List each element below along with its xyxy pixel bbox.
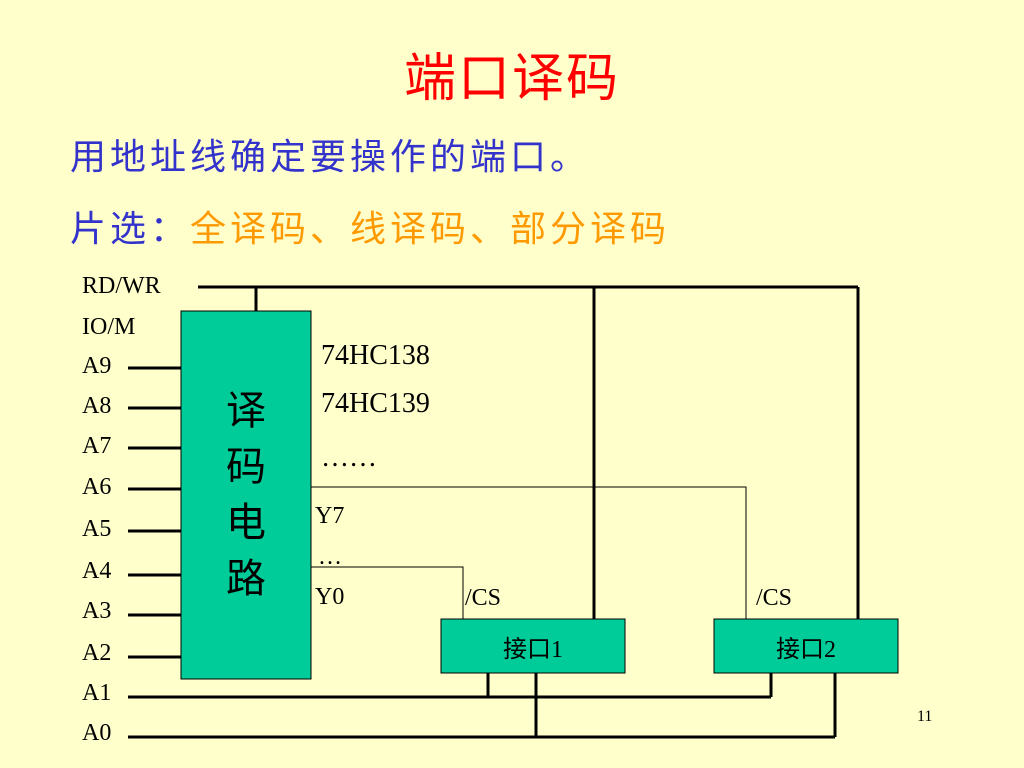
output-label-y0: Y0 [315,584,345,610]
interface2-box [713,618,899,674]
y0-to-interface1-wire [311,566,464,619]
page-number: 11 [917,708,933,725]
interface2-cs-label: /CS [756,585,793,611]
chip-name-74hc139: 74HC139 [321,388,430,419]
chip-select-label: 片选： [70,209,191,250]
chip-select-line: 片选：全译码、线译码、部分译码 [70,200,670,252]
address-label-a8: A8 [82,393,112,419]
address-label-a0: A0 [82,720,112,746]
thin-wires [311,486,747,619]
chip-select-methods: 全译码、线译码、部分译码 [190,209,671,250]
output-label-ellipsis: … [318,544,342,570]
address-label-a4: A4 [82,558,112,584]
decoder-char: 译 [226,388,266,434]
interface2-label: 接口2 [776,636,836,663]
address-label-a5: A5 [82,516,112,542]
decoder-char: 路 [226,556,266,602]
y7-to-interface2-wire [311,486,747,619]
page-title: 端口译码 [403,49,620,109]
decoder-char: 电 [226,500,266,546]
output-label-y7: Y7 [315,503,345,529]
chip-name-74hc138: 74HC138 [321,340,430,371]
iom-label: IO/M [82,314,136,340]
address-label-a9: A9 [82,353,112,379]
intro-text: 用地址线确定要操作的端口。 [70,137,591,178]
interface1-cs-label: /CS [465,585,502,611]
address-label-a6: A6 [82,474,112,500]
decoder-char: 码 [226,444,266,490]
interface1-label: 接口1 [503,636,563,663]
rdwr-label: RD/WR [82,273,161,299]
address-label-a3: A3 [82,598,112,624]
chip-name-ellipsis: …… [321,442,377,473]
thick-wires [128,285,860,739]
address-label-a1: A1 [82,680,112,706]
address-label-a7: A7 [82,433,112,459]
decoder-label: 译 码 电 路 [181,311,311,679]
interface1-box [440,618,626,674]
address-label-a2: A2 [82,640,112,666]
decoder-box [180,310,312,680]
